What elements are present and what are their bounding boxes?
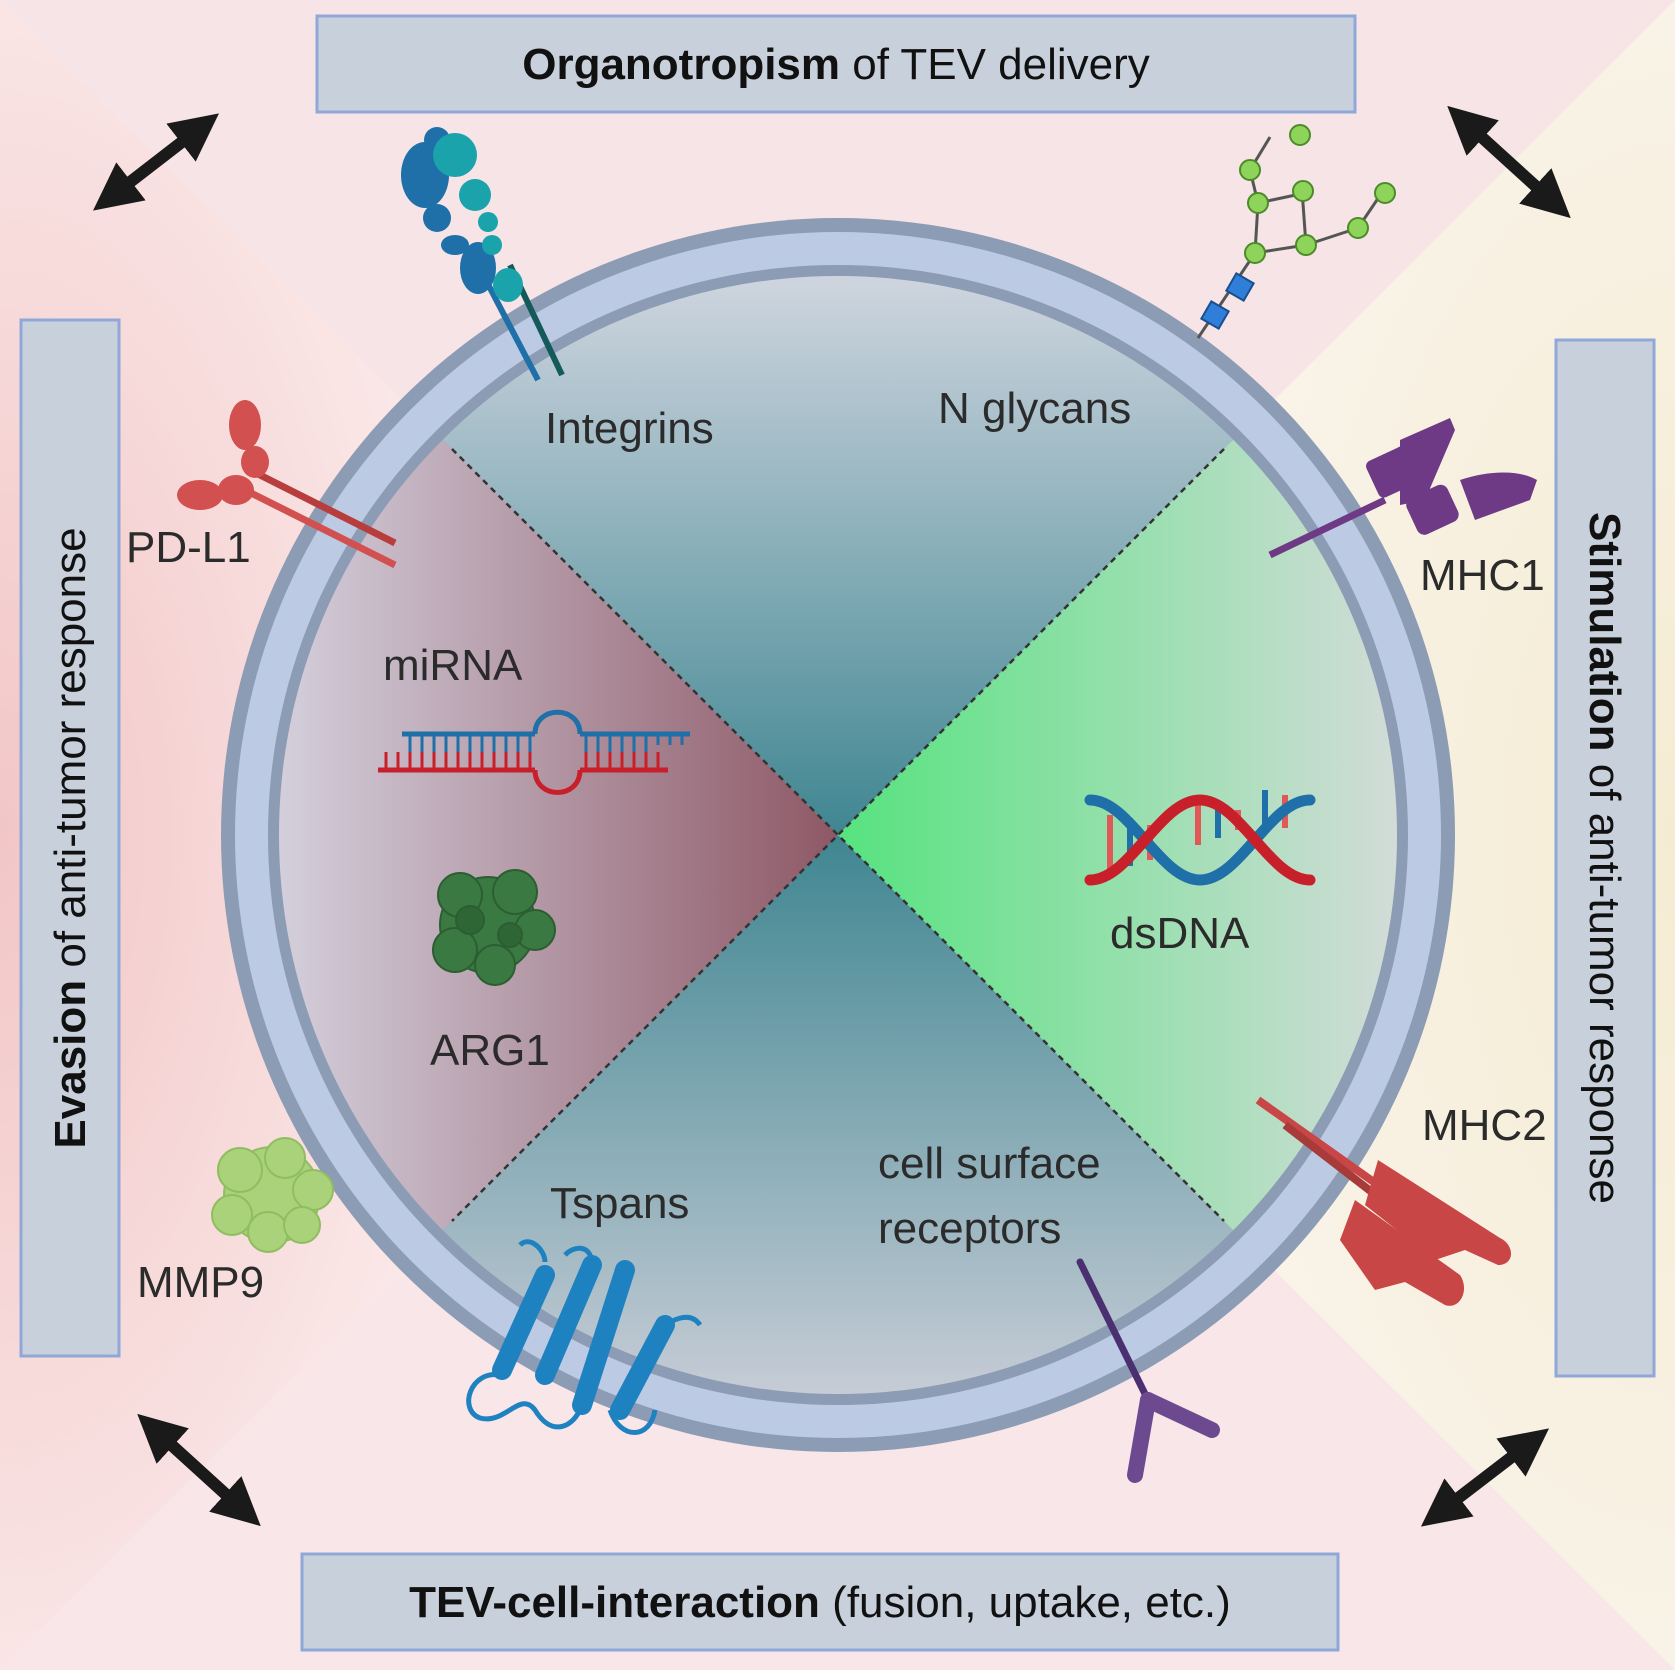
- vesicle: [221, 218, 1455, 1452]
- quadrant-evasion: [279, 276, 838, 1394]
- quadrant-interaction: [279, 835, 1397, 1394]
- label-mirna: miRNA: [383, 641, 523, 690]
- arg1-protein-icon: [432, 869, 556, 986]
- mhc2-icon: [1255, 1096, 1512, 1306]
- svg-text:Organotropism of TEV delivery: Organotropism of TEV delivery: [522, 40, 1150, 89]
- label-mhc2: MHC2: [1422, 1101, 1547, 1150]
- box-organotropism-bold: Organotropism: [522, 40, 840, 89]
- label-n-glycans: N glycans: [938, 384, 1131, 433]
- label-cell-surface-line1: cell surface: [878, 1139, 1101, 1188]
- label-tspans: Tspans: [550, 1179, 689, 1228]
- double-arrow-icon: [1447, 105, 1571, 219]
- label-integrins: Integrins: [545, 404, 714, 453]
- box-organotropism-rest: of TEV delivery: [840, 40, 1150, 89]
- mhc1-icon: [1268, 418, 1537, 559]
- cell-surface-receptor-icon: [1076, 1258, 1220, 1483]
- label-dsdna: dsDNA: [1110, 909, 1250, 958]
- label-arg1: ARG1: [430, 1026, 550, 1075]
- svg-text:Stimulation of anti-tumor resp: Stimulation of anti-tumor response: [1580, 512, 1629, 1204]
- box-interaction-rest: (fusion, uptake, etc.): [820, 1578, 1231, 1627]
- double-arrow-icon: [93, 113, 219, 211]
- svg-text:TEV-cell-interaction (fusion,: TEV-cell-interaction (fusion, uptake, et…: [409, 1578, 1231, 1627]
- label-mmp9: MMP9: [137, 1258, 264, 1307]
- quadrant-stimulation: [838, 276, 1397, 1394]
- corner-arrows: [93, 105, 1571, 1527]
- dsdna-icon: [1084, 790, 1316, 886]
- divider-line: [451, 448, 1225, 1222]
- box-stimulation-rest: of anti-tumor response: [1580, 752, 1629, 1204]
- pd-l1-icon: [177, 400, 397, 569]
- label-cell-surface-line2: receptors: [878, 1204, 1061, 1253]
- box-organotropism: Organotropism of TEV delivery: [315, 14, 1357, 114]
- integrin-icon: [401, 127, 565, 382]
- box-interaction-bold: TEV-cell-interaction: [409, 1578, 820, 1627]
- svg-text:Evasion of anti-tumor response: Evasion of anti-tumor response: [46, 527, 95, 1148]
- label-pd-l1: PD-L1: [126, 523, 251, 572]
- double-arrow-icon: [1420, 1428, 1550, 1527]
- mirna-icon: [378, 709, 690, 795]
- label-mhc1: MHC1: [1420, 551, 1545, 600]
- n-glycan-sugars: [1199, 124, 1396, 331]
- box-interaction: TEV-cell-interaction (fusion, uptake, et…: [300, 1552, 1340, 1652]
- box-evasion-bold: Evasion: [46, 980, 95, 1149]
- double-arrow-icon: [137, 1413, 261, 1527]
- box-stimulation: Stimulation of anti-tumor response: [1554, 338, 1656, 1378]
- box-evasion-rest: of anti-tumor response: [46, 527, 95, 979]
- tetraspanin-icon: [466, 1239, 703, 1435]
- box-stimulation-bold: Stimulation: [1580, 512, 1629, 752]
- box-evasion: Evasion of anti-tumor response: [19, 318, 121, 1358]
- quadrant-organotropism: [279, 276, 1397, 835]
- divider-line: [451, 448, 1225, 1222]
- mmp9-protein-icon: [211, 1137, 334, 1253]
